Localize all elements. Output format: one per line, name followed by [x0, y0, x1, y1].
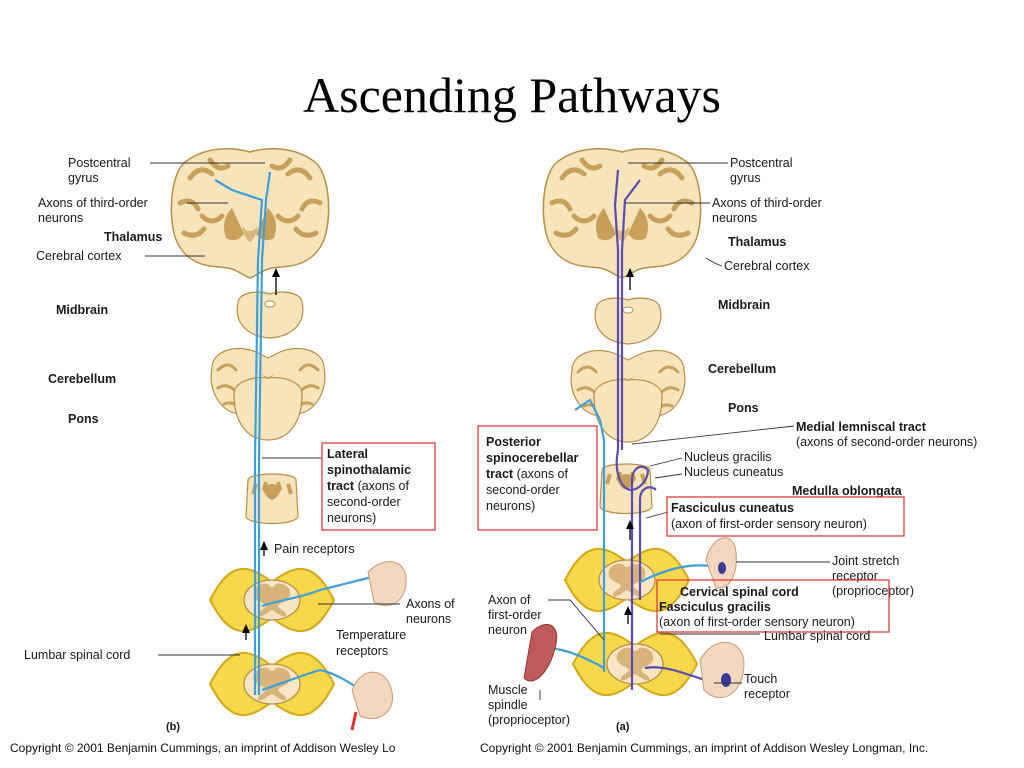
left-panel-letter: (b) [166, 721, 180, 733]
left-midbrain-label: Midbrain [56, 303, 108, 317]
right-figure: Postcentral gyrus Axons of third-order n… [477, 149, 977, 733]
right-thalamus-label: Thalamus [728, 235, 786, 249]
right-spinocerebellar-tract [574, 398, 606, 672]
left-spinothalamic-tract [214, 179, 264, 695]
right-touch-receptor-2: receptor [744, 687, 790, 701]
left-tract-box-line1: Lateral [327, 447, 368, 461]
left-third-order-axons-2: neurons [38, 211, 83, 225]
slide-title: Ascending Pathways [303, 67, 721, 123]
right-touch-receptor-1: Touch [744, 672, 777, 686]
right-postcentral-gyrus-1: Postcentral [730, 156, 793, 170]
right-posterior-box-line5: neurons) [486, 499, 535, 513]
right-cerebral-cortex-label: Cerebral cortex [724, 259, 810, 273]
right-axon-first-order-2: first-order [488, 608, 541, 622]
right-medial-lemniscal-desc: (axons of second-order neurons) [796, 435, 977, 449]
left-cerebellum-label: Cerebellum [48, 372, 116, 386]
right-cerebellum-section [569, 349, 687, 444]
left-lumbar-cord [243, 663, 301, 705]
right-gracilis-desc: (axon of first-order sensory neuron) [659, 615, 855, 629]
left-tract-box-line3: tract (axons of [327, 479, 410, 493]
right-medial-lemniscal-tract-2 [620, 179, 641, 450]
left-postcentral-gyrus-2: gyrus [68, 171, 99, 185]
left-lumbar-spinal-cord-label: Lumbar spinal cord [24, 648, 130, 662]
right-cuneatus-box [666, 496, 905, 537]
right-posterior-box-line2: spinocerebellar [486, 451, 579, 465]
right-muscle-spindle-1: Muscle [488, 683, 528, 697]
right-fasciculus-cuneatus [638, 486, 657, 600]
right-muscle-spindle [523, 623, 558, 682]
left-brain-section [171, 149, 328, 278]
left-pain-receptors-label: Pain receptors [274, 542, 355, 556]
right-medulla-label: Medulla oblongata [792, 484, 903, 498]
right-muscle-spindle-2: spindle [488, 698, 528, 712]
left-postcentral-gyrus-1: Postcentral [68, 156, 131, 170]
right-postcentral-gyrus-2: gyrus [730, 171, 761, 185]
right-cuneatus-desc: (axon of first-order sensory neuron) [671, 517, 867, 531]
left-pain-receptor-skin [367, 561, 407, 607]
left-pain-fiber [261, 573, 381, 608]
left-medulla-section [244, 472, 300, 526]
right-gracilis-box [656, 579, 890, 633]
right-joint-stretch-2: receptor [832, 569, 878, 583]
right-posterior-box-line4: second-order [486, 483, 560, 497]
right-nucleus-cuneatus-label: Nucleus cuneatus [684, 465, 783, 479]
right-nucleus-gracilis-label: Nucleus gracilis [684, 450, 772, 464]
left-cerebral-cortex-label: Cerebral cortex [36, 249, 122, 263]
right-lumbar-spinal-cord-label: Lumbar spinal cord [764, 629, 870, 643]
left-temperature-receptors-1: Temperature [336, 628, 406, 642]
right-panel-letter: (a) [616, 721, 630, 733]
left-tract-box-line5: neurons) [327, 511, 376, 525]
left-midbrain-section [236, 291, 304, 339]
left-axons-of-neurons-1: Axons of [406, 597, 455, 611]
right-midbrain-label: Midbrain [718, 298, 770, 312]
copyright-left: Copyright © 2001 Benjamin Cummings, an i… [10, 741, 396, 755]
left-temperature-receptors-2: receptors [336, 644, 388, 658]
right-cervical-label: Cervical spinal cord [680, 585, 799, 599]
left-cerebellum-section [209, 347, 327, 442]
right-medial-lemniscal-tract [613, 169, 620, 450]
copyright-right: Copyright © 2001 Benjamin Cummings, an i… [480, 741, 928, 755]
right-third-order-axons-1: Axons of third-order [712, 196, 822, 210]
right-cerebellum-label: Cerebellum [708, 362, 776, 376]
right-third-order-axons-2: neurons [712, 211, 757, 225]
left-spinothalamic-tract-2 [257, 171, 272, 695]
right-pons-label: Pons [728, 401, 759, 415]
right-gracilis-title: Fasciculus gracilis [659, 600, 771, 614]
right-medial-lemniscal-title: Medial lemniscal tract [796, 420, 927, 434]
right-axon-first-order-1: Axon of [488, 593, 531, 607]
right-fasciculus-gracilis [630, 465, 649, 690]
left-third-order-axons-1: Axons of third-order [38, 196, 148, 210]
right-midbrain-section [594, 297, 662, 345]
left-tract-box-line2: spinothalamic [327, 463, 411, 477]
left-tract-box-line4: second-order [327, 495, 401, 509]
right-posterior-tract-box [477, 425, 598, 531]
left-axons-of-neurons-2: neurons [406, 612, 451, 626]
right-posterior-box-line1: Posterior [486, 435, 541, 449]
left-figure: Postcentral gyrus Axons of third-order n… [24, 149, 455, 733]
left-cervical-cord [243, 579, 301, 621]
right-joint-stretch-1: Joint stretch [832, 554, 899, 568]
right-touch-receptor-skin [699, 641, 745, 698]
left-thalamus-label: Thalamus [104, 230, 162, 244]
right-joint-stretch-3: (proprioceptor) [832, 584, 914, 598]
right-cuneatus-title: Fasciculus cuneatus [671, 501, 794, 515]
left-temperature-receptor-skin [351, 671, 394, 719]
right-posterior-box-line3: tract (axons of [486, 467, 569, 481]
right-lumbar-cord [606, 643, 664, 685]
left-pons-label: Pons [68, 412, 99, 426]
right-muscle-spindle-3: (proprioceptor) [488, 713, 570, 727]
right-axon-first-order-3: neuron [488, 623, 527, 637]
left-tract-box [321, 442, 436, 531]
